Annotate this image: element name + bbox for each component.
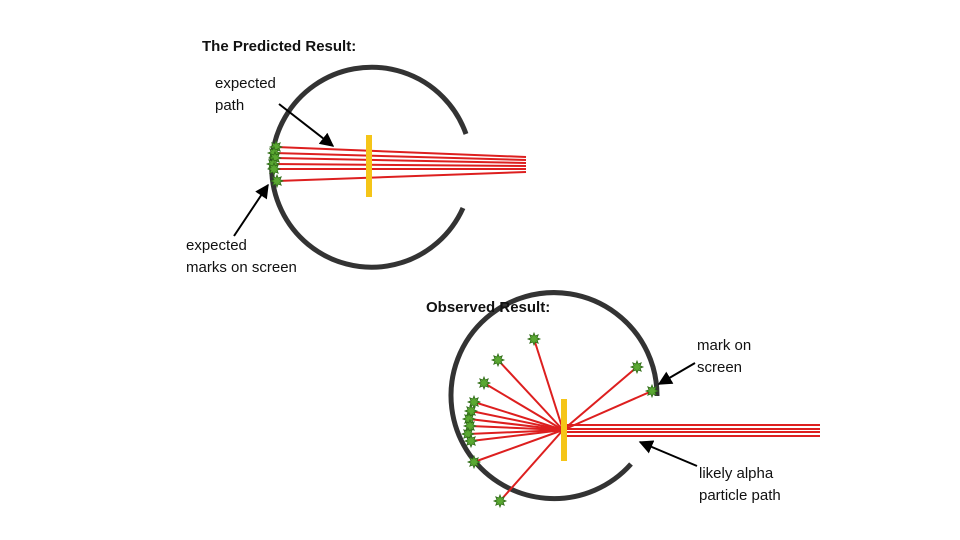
observed-mark bbox=[490, 352, 506, 368]
observed-marks bbox=[460, 331, 660, 509]
mark-on-screen-arrow bbox=[657, 362, 696, 385]
expected-marks-label-line-2: marks on screen bbox=[186, 259, 297, 276]
scattered-beam bbox=[562, 366, 638, 431]
mark-on-screen-label-line-2: screen bbox=[697, 359, 743, 376]
observed-mark bbox=[492, 493, 508, 509]
scattered-beam bbox=[533, 338, 564, 431]
scattered-beam bbox=[470, 410, 564, 431]
observed-detector-screen bbox=[448, 290, 660, 502]
observed-diagram bbox=[448, 290, 820, 509]
observed-mark bbox=[644, 383, 660, 399]
expected-path-label-line-1: expected bbox=[215, 75, 276, 92]
mark-on-screen-label-line-1: mark on bbox=[697, 337, 752, 354]
scattered-beam bbox=[468, 418, 564, 431]
expected-marks-label: expected marks on screen bbox=[186, 235, 297, 279]
alpha-path-arrow bbox=[638, 440, 698, 467]
predicted-beam bbox=[273, 152, 527, 161]
expected-marks-label-line-1: expected bbox=[186, 237, 247, 254]
observed-mark bbox=[466, 454, 482, 470]
expected-path-arrow bbox=[278, 103, 335, 147]
predicted-marks bbox=[265, 139, 285, 189]
mark-on-screen-label: mark on screen bbox=[697, 335, 751, 379]
predicted-beam bbox=[276, 171, 527, 182]
alpha-path-label-line-2: particle path bbox=[699, 487, 781, 504]
predicted-beam bbox=[275, 146, 527, 158]
predicted-beams bbox=[272, 146, 527, 182]
scattered-beam bbox=[473, 429, 564, 463]
observed-mark bbox=[526, 331, 542, 347]
predicted-gold-foil bbox=[366, 135, 372, 197]
alpha-path-label-line-1: likely alpha bbox=[699, 465, 774, 482]
alpha-path-label: likely alpha particle path bbox=[699, 463, 781, 507]
predicted-beam bbox=[274, 157, 527, 164]
observed-title: Observed Result: bbox=[426, 299, 551, 316]
observed-mark bbox=[476, 375, 492, 391]
predicted-title: The Predicted Result: bbox=[202, 38, 357, 55]
predicted-mark bbox=[266, 161, 282, 177]
observed-mark bbox=[466, 394, 482, 410]
scattered-beam bbox=[483, 382, 564, 431]
scattered-beam bbox=[470, 429, 564, 442]
predicted-beam bbox=[272, 163, 527, 167]
observed-mark bbox=[629, 359, 645, 375]
expected-path-label: expected path bbox=[215, 73, 276, 117]
scattered-beam bbox=[473, 401, 564, 431]
observed-beams bbox=[467, 338, 820, 502]
scattered-beam bbox=[467, 429, 564, 435]
observed-gold-foil bbox=[561, 399, 567, 461]
predicted-mark bbox=[269, 173, 285, 189]
predicted-diagram bbox=[233, 64, 527, 270]
expected-marks-arrow bbox=[233, 183, 269, 237]
scattered-beam bbox=[469, 425, 564, 431]
observed-mark bbox=[463, 433, 479, 449]
scattered-beam bbox=[499, 429, 564, 502]
scattered-beam bbox=[562, 390, 653, 431]
scattered-beam bbox=[497, 359, 564, 431]
expected-path-label-line-2: path bbox=[215, 97, 245, 114]
